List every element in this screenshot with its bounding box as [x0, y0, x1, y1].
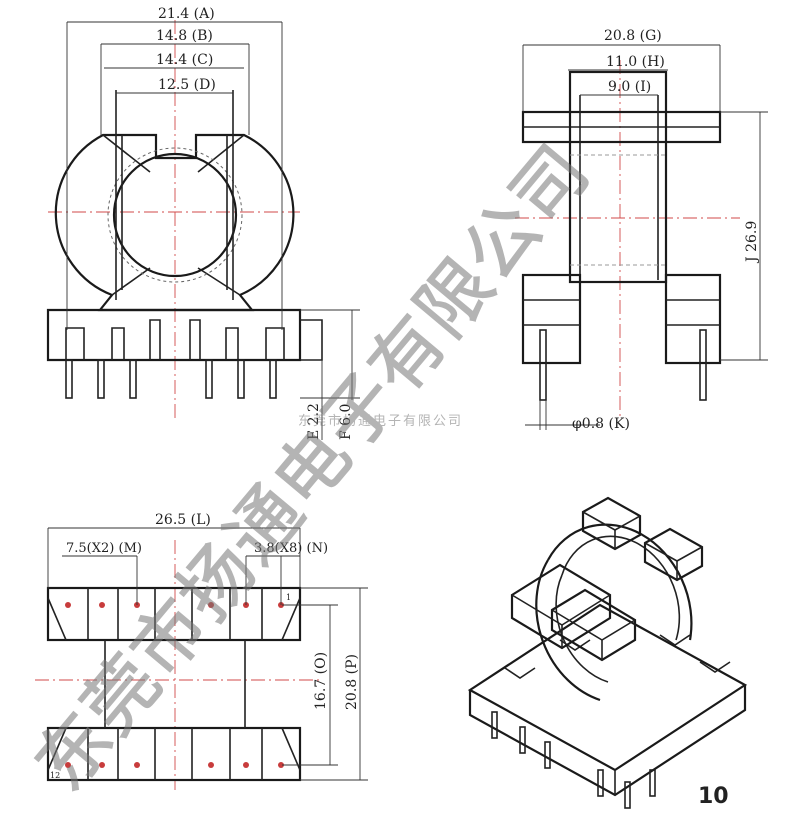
- dim-M-label: 7.5(X2) (M): [66, 541, 142, 556]
- dim-G-label: 20.8 (G): [604, 28, 662, 44]
- dim-J-label: J 26.9: [744, 221, 760, 264]
- pin-label-first: 1: [286, 593, 291, 602]
- front-view: 21.4 (A) 14.8 (B) 14.4 (C) 12.5 (D) E 2.…: [46, 6, 360, 440]
- dim-D-label: 12.5 (D): [158, 77, 216, 93]
- dim-O-label: 16.7 (O): [313, 652, 329, 710]
- dim-H-label: 11.0 (H): [606, 54, 665, 70]
- bottom-pin-dots: [65, 602, 284, 768]
- dim-A-label: 21.4 (A): [158, 6, 215, 22]
- dim-C-label: 14.4 (C): [156, 52, 213, 68]
- pin-label-last: 12: [50, 771, 60, 780]
- watermark-small-text: 东莞市扬通电子有限公司: [298, 413, 463, 429]
- dim-F-label: F 6.0: [338, 404, 354, 440]
- dim-L-label: 26.5 (L): [155, 512, 211, 528]
- dim-K-label: φ0.8 (K): [572, 416, 630, 432]
- dim-B-label: 14.8 (B): [156, 28, 213, 44]
- isometric-view: 10: [467, 496, 748, 809]
- dim-N-label: 3.8(X8) (N): [254, 541, 328, 556]
- side-view: 20.8 (G) 11.0 (H) 9.0 (I) J 26.9 φ0.8 (K…: [515, 28, 768, 432]
- iso-pins: [491, 711, 656, 809]
- front-pins: [65, 359, 277, 399]
- bottom-view: 1 12 26.5 (L) 7.5(X2) (M) 3.8(X8) (N) 16…: [35, 512, 368, 790]
- dim-I-label: 9.0 (I): [608, 79, 651, 95]
- dim-E-label: E 2.2: [306, 403, 322, 440]
- dim-P-label: 20.8 (P): [344, 654, 360, 710]
- figure-number: 10: [698, 784, 729, 809]
